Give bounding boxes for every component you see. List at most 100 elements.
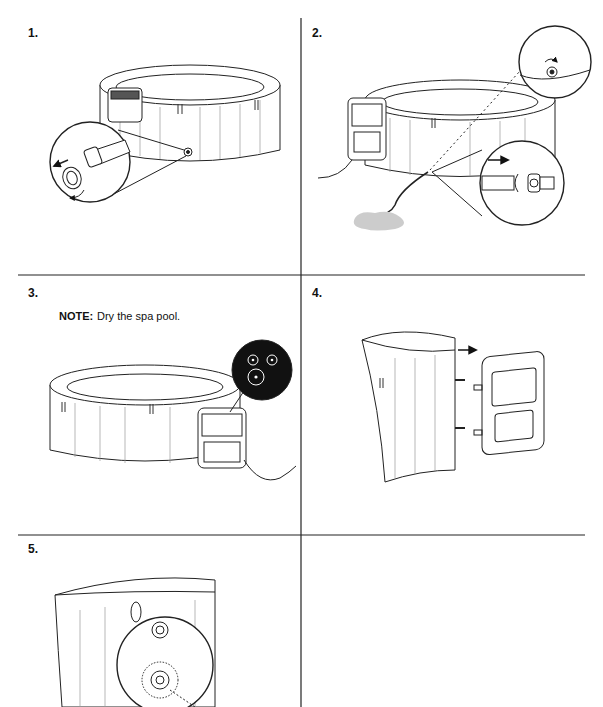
drain-valve-magnifier bbox=[50, 122, 130, 202]
spa-tub bbox=[111, 91, 139, 99]
spa-tub bbox=[354, 132, 380, 152]
spa-wall-with-valves bbox=[152, 622, 168, 638]
spa-wall-and-pump bbox=[492, 368, 536, 407]
spa-tub bbox=[248, 369, 264, 385]
spa-tub bbox=[220, 106, 221, 159]
spa-wall-and-pump bbox=[474, 385, 482, 390]
spa-tub bbox=[160, 107, 161, 159]
panel-grid bbox=[18, 534, 585, 535]
spa-tub bbox=[375, 172, 428, 215]
spa-wall-and-pump bbox=[495, 410, 533, 442]
hose-connection-magnifier bbox=[488, 159, 508, 161]
spa-wall-with-valves bbox=[151, 671, 169, 689]
drain-valve-magnifier bbox=[54, 160, 68, 166]
spa-wall-and-pump bbox=[362, 340, 455, 351]
spa-tub bbox=[390, 118, 391, 172]
valve-cap-magnifier bbox=[545, 59, 557, 62]
spa-wall-with-valves bbox=[55, 591, 215, 595]
spa-wall-and-pump bbox=[474, 430, 482, 435]
step-number: 2. bbox=[312, 27, 322, 40]
spa-wall-and-pump bbox=[362, 332, 544, 482]
note-text: Dry the spa pool. bbox=[97, 310, 180, 323]
drain-valve-magnifier bbox=[83, 146, 102, 168]
spa-tub bbox=[252, 359, 255, 362]
spa-tub bbox=[382, 89, 538, 115]
spa-wall-with-valves bbox=[131, 602, 141, 622]
spa-tub bbox=[354, 212, 404, 231]
step-number: 3. bbox=[28, 287, 38, 300]
spa-tub bbox=[260, 100, 261, 153]
spa-tub bbox=[67, 374, 223, 400]
spa-tub bbox=[410, 120, 411, 175]
hose-connection-magnifier bbox=[530, 179, 538, 187]
spa-tub bbox=[318, 160, 352, 178]
spa-wall-with-valves bbox=[156, 626, 164, 634]
hose-connection-magnifier bbox=[480, 141, 564, 225]
spa-wall-and-pump bbox=[458, 349, 476, 351]
valve-cap-magnifier bbox=[519, 26, 591, 98]
spa-tub bbox=[470, 122, 471, 176]
spa-tub bbox=[255, 100, 258, 110]
spa-wall-with-valves bbox=[80, 610, 81, 707]
spa-tub bbox=[184, 148, 192, 156]
step-number: 1. bbox=[28, 27, 38, 40]
spa-tub bbox=[200, 107, 201, 160]
drain-valve-magnifier bbox=[70, 190, 84, 198]
spa-tub bbox=[62, 402, 153, 414]
spa-wall-and-pump bbox=[455, 380, 465, 428]
spa-wall-and-pump bbox=[395, 358, 396, 478]
spa-tub bbox=[125, 407, 126, 463]
panel-grid bbox=[300, 18, 301, 707]
spa-tub bbox=[254, 375, 257, 378]
spa-tub bbox=[178, 104, 182, 114]
spa-tub bbox=[240, 104, 241, 157]
valve-cap-magnifier bbox=[547, 67, 557, 77]
spa-wall-and-pump bbox=[395, 355, 435, 478]
spa-tub bbox=[75, 403, 76, 457]
spa-tub bbox=[348, 98, 386, 160]
spa-tub bbox=[187, 151, 190, 154]
spa-wall-with-valves bbox=[117, 617, 213, 707]
valve-cap-magnifier bbox=[520, 70, 590, 79]
spa-tub bbox=[202, 414, 242, 436]
spa-tub bbox=[244, 460, 296, 480]
spa-tub bbox=[352, 104, 382, 126]
spa-wall-and-pump bbox=[415, 358, 416, 474]
panel-grid bbox=[18, 274, 585, 275]
spa-tub bbox=[50, 365, 240, 405]
spa-tub bbox=[100, 65, 280, 105]
hose-connection-magnifier bbox=[515, 174, 518, 192]
spa-tub bbox=[204, 442, 240, 462]
hose-connection-magnifier bbox=[432, 141, 564, 225]
spa-wall-with-valves bbox=[170, 690, 195, 707]
panel-grid bbox=[18, 18, 585, 707]
drain-valve-magnifier bbox=[60, 165, 84, 192]
spa-wall-and-pump bbox=[435, 355, 436, 471]
drain-valve-magnifier bbox=[50, 122, 130, 202]
step-number: 5. bbox=[28, 543, 38, 556]
spa-wall-and-pump bbox=[380, 378, 383, 388]
valve-cap-magnifier bbox=[550, 70, 554, 74]
spa-tub bbox=[248, 355, 258, 365]
spa-wall-and-pump bbox=[482, 351, 544, 456]
valve-cap-magnifier bbox=[519, 26, 591, 98]
spa-tub bbox=[198, 408, 246, 468]
hose-connection-magnifier bbox=[432, 150, 482, 172]
hose-connection-magnifier bbox=[528, 174, 540, 192]
spa-tub bbox=[100, 406, 101, 461]
note-label: NOTE: bbox=[59, 310, 93, 323]
spa-tub bbox=[108, 88, 142, 122]
step-number: 4. bbox=[312, 287, 322, 300]
spa-tub bbox=[50, 340, 296, 480]
hose-connection-magnifier bbox=[482, 176, 514, 190]
drain-valve-magnifier bbox=[65, 170, 79, 187]
spa-tub bbox=[267, 355, 277, 365]
spa-wall-with-valves bbox=[105, 607, 106, 707]
spa-wall-with-valves bbox=[142, 662, 178, 698]
spa-tub bbox=[365, 80, 555, 120]
spa-tub bbox=[232, 340, 292, 400]
spa-tub bbox=[75, 403, 170, 463]
spa-tub bbox=[170, 407, 171, 463]
spa-tub bbox=[432, 118, 435, 128]
